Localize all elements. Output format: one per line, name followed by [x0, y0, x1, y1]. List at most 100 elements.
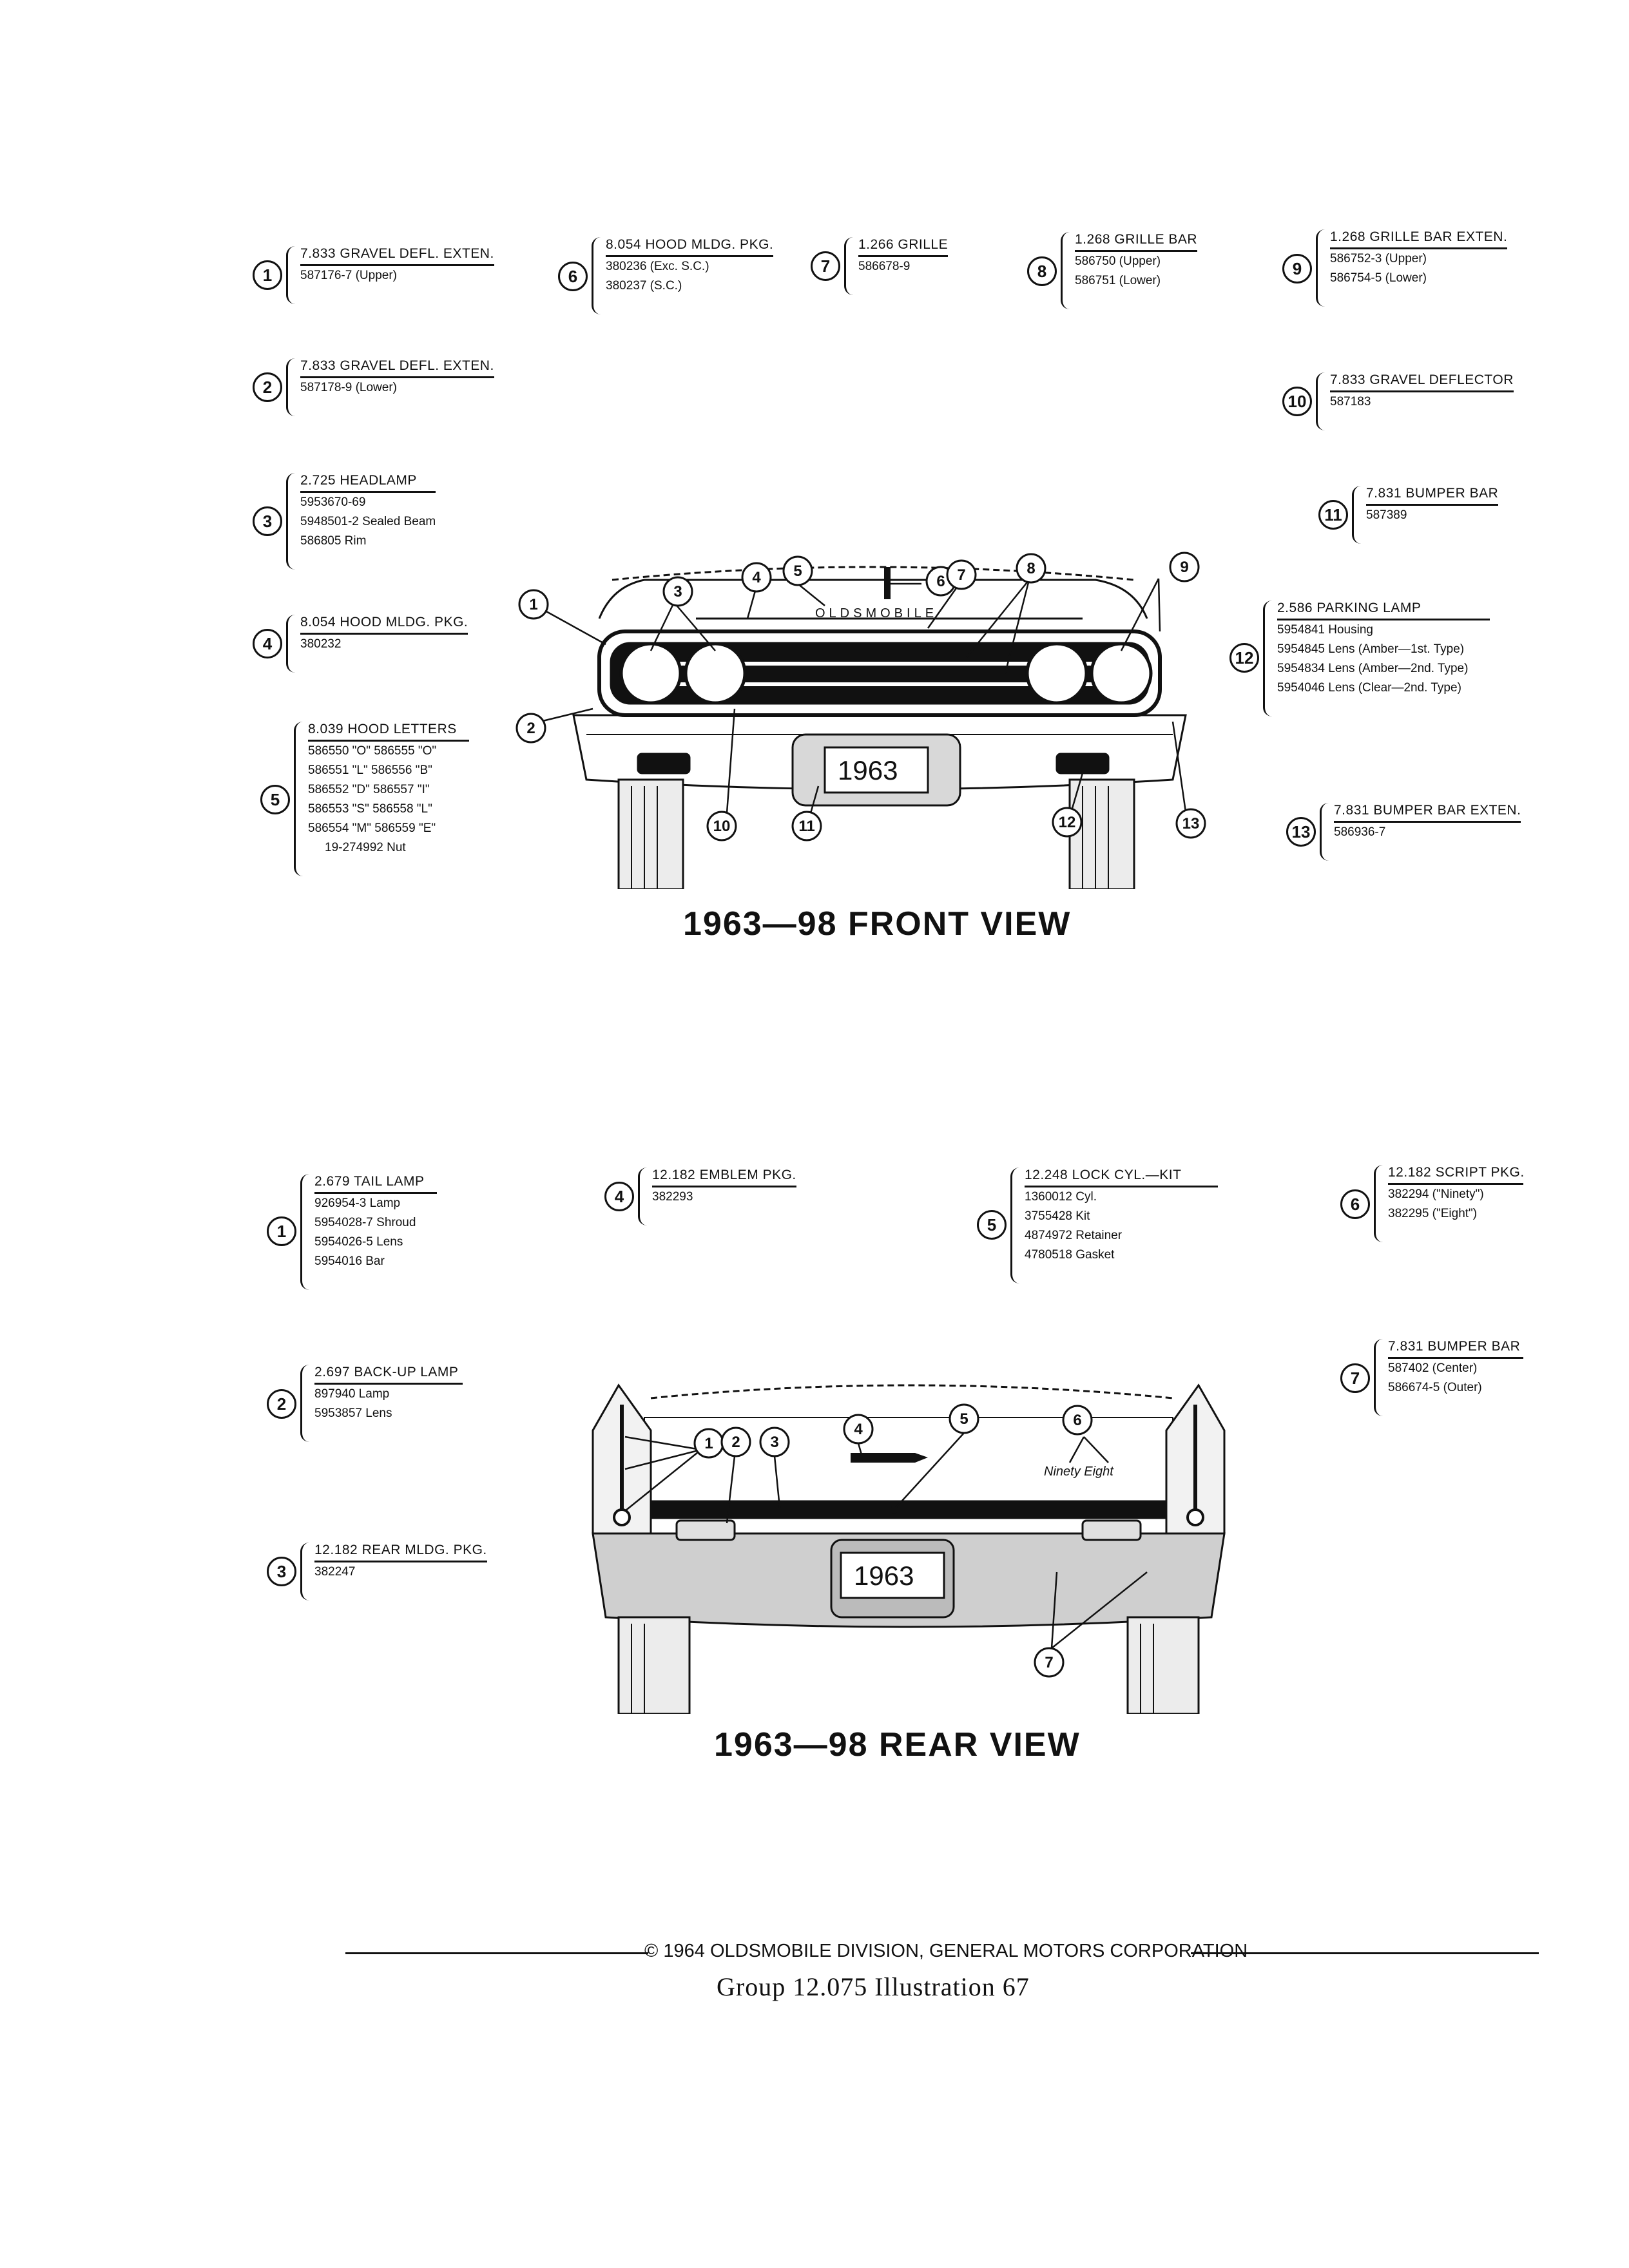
- callout-line: 5954026-5 Lens: [314, 1235, 403, 1249]
- rear-callout-7: 7 7.831 BUMPER BAR 587402 (Center) 58667…: [1340, 1339, 1559, 1416]
- callout-heading: 12.182 EMBLEM PKG.: [652, 1168, 796, 1187]
- callout-line: 586750 (Upper): [1075, 255, 1161, 268]
- callout-line: 380237 (S.C.): [606, 279, 682, 293]
- callout-line: 586752-3 (Upper): [1330, 252, 1427, 265]
- callout-line: 5954046 Lens (Clear—2nd. Type): [1277, 681, 1461, 695]
- callout-heading: 7.831 BUMPER BAR: [1366, 486, 1499, 506]
- brace: [1010, 1168, 1024, 1283]
- rear-callout-3: 3 12.182 REAR MLDG. PKG. 382247: [267, 1542, 512, 1600]
- callout-line: 587402 (Center): [1388, 1361, 1478, 1375]
- rear-marker-5: 5: [959, 1410, 968, 1428]
- brace: [844, 237, 858, 295]
- callout-line: 5953670-69: [300, 495, 366, 509]
- front-callout-1: 1 7.833 GRAVEL DEFL. EXTEN. 587176-7 (Up…: [253, 246, 497, 304]
- callout-line: 586551 "L" 586556 "B": [308, 764, 432, 777]
- callout-line: 586805 Rim: [300, 534, 367, 548]
- callout-heading: 2.586 PARKING LAMP: [1277, 601, 1490, 620]
- callout-heading: 12.182 REAR MLDG. PKG.: [314, 1542, 487, 1562]
- callout-number: 5: [977, 1210, 1007, 1240]
- group-illustration-label: Group 12.075 Illustration 67: [717, 1972, 1030, 2001]
- rear-marker-7: 7: [1045, 1654, 1053, 1671]
- brace: [1374, 1165, 1387, 1242]
- callout-line: 587389: [1366, 508, 1407, 522]
- brace: [294, 722, 307, 876]
- front-marker-13: 13: [1182, 815, 1200, 832]
- rear-callout-2: 2 2.697 BACK-UP LAMP 897940 Lamp 5953857…: [267, 1365, 512, 1442]
- rear-callout-4: 4 12.182 EMBLEM PKG. 382293: [604, 1168, 836, 1225]
- callout-heading: 7.833 GRAVEL DEFL. EXTEN.: [300, 246, 494, 266]
- front-marker-3: 3: [673, 583, 682, 601]
- callout-number: 2: [267, 1389, 296, 1419]
- front-callout-6: 6 8.054 HOOD MLDG. PKG. 380236 (Exc. S.C…: [558, 237, 790, 314]
- front-marker-9: 9: [1180, 559, 1188, 576]
- callout-line: 5954016 Bar: [314, 1254, 385, 1268]
- callout-heading: 7.833 GRAVEL DEFLECTOR: [1330, 372, 1514, 392]
- callout-line: 586554 "M" 586559 "E": [308, 822, 436, 835]
- callout-line: 5953857 Lens: [314, 1407, 392, 1420]
- front-callout-10: 10 7.833 GRAVEL DEFLECTOR 587183: [1282, 372, 1527, 430]
- rear-marker-1: 1: [704, 1435, 713, 1452]
- callout-heading: 2.725 HEADLAMP: [300, 473, 436, 493]
- callout-heading: 8.054 HOOD MLDG. PKG.: [606, 237, 774, 257]
- callout-line: 897940 Lamp: [314, 1387, 390, 1401]
- rear-view-title: 1963—98 REAR VIEW: [714, 1726, 1081, 1763]
- brace: [592, 237, 605, 314]
- callout-line: 4780518 Gasket: [1025, 1248, 1115, 1262]
- callout-line: 586936-7: [1334, 825, 1386, 839]
- front-callout-9: 9 1.268 GRILLE BAR EXTEN. 586752-3 (Uppe…: [1282, 229, 1527, 307]
- callout-heading: 1.268 GRILLE BAR: [1075, 232, 1198, 252]
- front-view-illustration: OLDSMOBILE 1963: [516, 552, 1206, 889]
- callout-number: 9: [1282, 254, 1312, 284]
- front-marker-6: 6: [936, 573, 945, 590]
- rear-marker-4: 4: [854, 1421, 863, 1438]
- front-callout-4: 4 8.054 HOOD MLDG. PKG. 380232: [253, 615, 497, 673]
- front-marker-7: 7: [957, 566, 965, 584]
- rear-callout-5: 5 12.248 LOCK CYL.—KIT 1360012 Cyl. 3755…: [977, 1168, 1222, 1283]
- callout-number: 1: [267, 1216, 296, 1246]
- front-marker-8: 8: [1027, 560, 1035, 577]
- callout-line: 382247: [314, 1565, 356, 1579]
- callout-number: 3: [267, 1557, 296, 1586]
- callout-heading: 8.039 HOOD LETTERS: [308, 722, 469, 742]
- callout-line: 586550 "O" 586555 "O": [308, 744, 437, 758]
- brace: [286, 246, 300, 304]
- brace: [300, 1542, 314, 1600]
- copyright-notice: © 1964 OLDSMOBILE DIVISION, GENERAL MOTO…: [644, 1941, 1248, 1961]
- callout-line: 926954-3 Lamp: [314, 1196, 401, 1210]
- callout-number: 2: [253, 372, 282, 402]
- callout-number: 10: [1282, 387, 1312, 416]
- callout-line: 3755428 Kit: [1025, 1209, 1090, 1223]
- callout-number: 13: [1286, 817, 1316, 847]
- rear-view-illustration: Ninety Eight 1963 1 2 3 4 5 6 7: [592, 1383, 1226, 1714]
- brace: [286, 358, 300, 416]
- callout-heading: 7.833 GRAVEL DEFL. EXTEN.: [300, 358, 494, 378]
- callout-line: 5954841 Housing: [1277, 623, 1373, 637]
- callout-line: 382295 ("Eight"): [1388, 1207, 1478, 1220]
- rear-script: Ninety Eight: [1044, 1465, 1114, 1479]
- callout-line: 586674-5 (Outer): [1388, 1381, 1482, 1394]
- callout-number: 7: [1340, 1363, 1370, 1393]
- rear-callout-6: 6 12.182 SCRIPT PKG. 382294 ("Ninety") 3…: [1340, 1165, 1559, 1242]
- front-marker-10: 10: [713, 818, 731, 835]
- callout-line: 5954834 Lens (Amber—2nd. Type): [1277, 662, 1469, 675]
- brace: [286, 615, 300, 673]
- callout-number: 1: [253, 260, 282, 290]
- callout-heading: 7.831 BUMPER BAR: [1388, 1339, 1523, 1359]
- callout-number: 3: [253, 506, 282, 536]
- callout-number: 7: [811, 251, 840, 281]
- front-callout-8: 8 1.268 GRILLE BAR 586750 (Upper) 586751…: [1027, 232, 1246, 309]
- callout-line: 586552 "D" 586557 "I": [308, 783, 430, 796]
- rear-license-plate: 1963: [854, 1561, 914, 1591]
- front-callout-2: 2 7.833 GRAVEL DEFL. EXTEN. 587178-9 (Lo…: [253, 358, 497, 416]
- front-callout-7: 7 1.266 GRILLE 586678-9: [811, 237, 1004, 295]
- brace: [300, 1174, 314, 1290]
- rear-marker-3: 3: [770, 1434, 778, 1451]
- front-marker-2: 2: [526, 720, 535, 737]
- callout-line: 380232: [300, 637, 342, 651]
- callout-heading: 7.831 BUMPER BAR EXTEN.: [1334, 803, 1521, 823]
- callout-number: 6: [1340, 1189, 1370, 1219]
- callout-line: 382294 ("Ninety"): [1388, 1187, 1484, 1201]
- callout-heading: 1.268 GRILLE BAR EXTEN.: [1330, 229, 1508, 249]
- callout-heading: 1.266 GRILLE: [858, 237, 949, 257]
- front-view-title: 1963—98 FRONT VIEW: [683, 905, 1072, 943]
